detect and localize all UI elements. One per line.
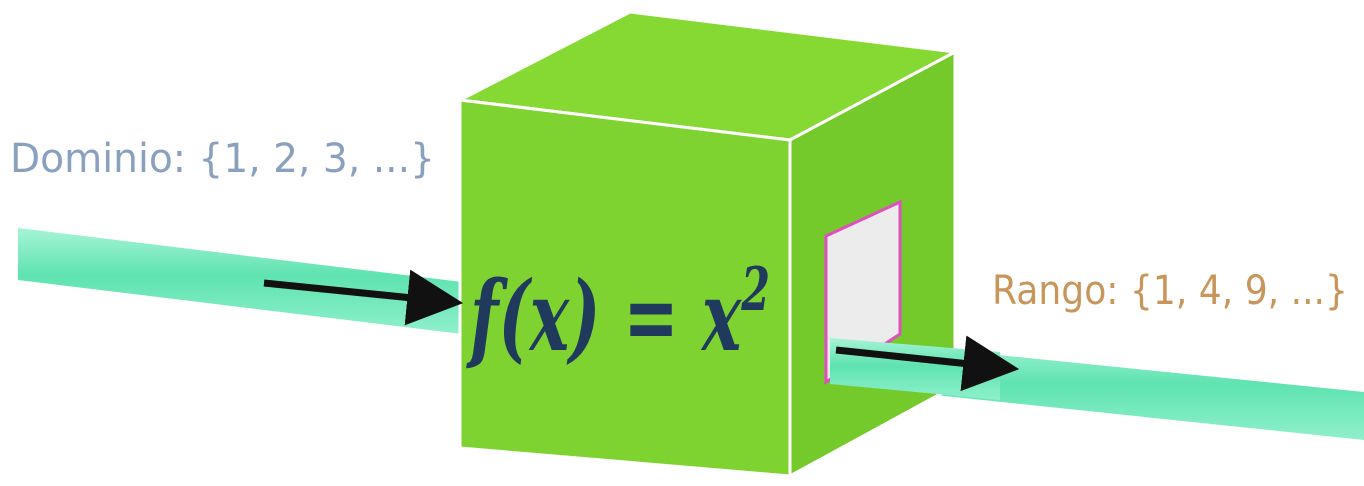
- function-formula: f(x) = x2: [466, 255, 770, 373]
- input-arrow: [263, 269, 464, 326]
- output-arrow: [835, 335, 1020, 392]
- range-label: Rango: {1, 4, 9, ...}: [992, 268, 1348, 314]
- box-front-face: [458, 98, 792, 478]
- formula-exponent: 2: [741, 255, 770, 325]
- input-stream: [18, 228, 462, 334]
- formula-main: f(x) = x: [466, 260, 743, 373]
- output-window: [824, 199, 902, 385]
- domain-label: Dominio: {1, 2, 3, ...}: [10, 136, 435, 182]
